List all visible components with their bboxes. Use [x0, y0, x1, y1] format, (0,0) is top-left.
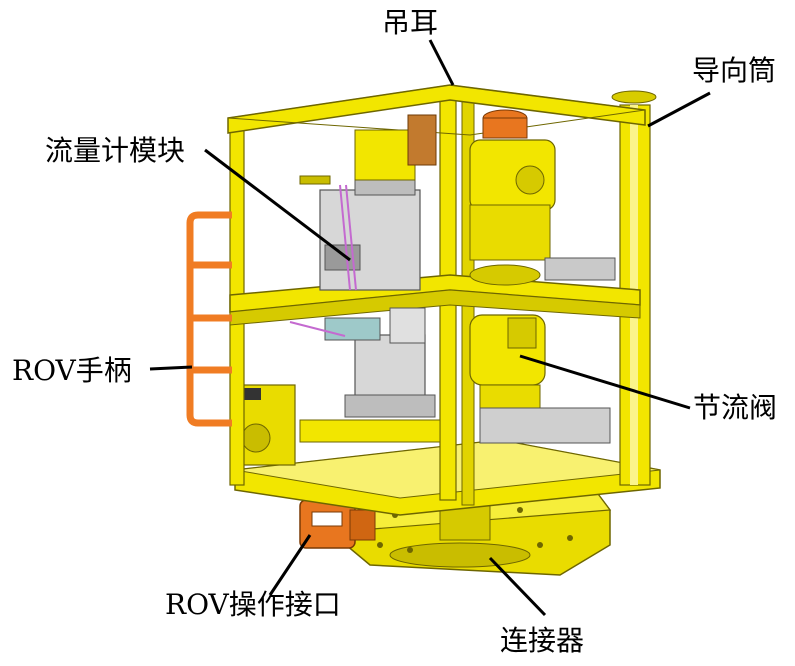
label-rov-handle: ROV手柄 [12, 354, 132, 387]
label-flowmeter-module: 流量计模块 [45, 134, 185, 167]
lower-module-part [289, 307, 441, 443]
flowmeter-module-part [299, 114, 437, 291]
label-guide-tube: 导向筒 [692, 54, 776, 87]
label-connector: 连接器 [500, 624, 584, 657]
label-choke-valve: 节流阀 [693, 391, 777, 424]
leader-guide-tube [647, 91, 711, 128]
leader-rov-handle [149, 365, 193, 371]
leader-lifting-lug [428, 39, 455, 86]
leader-flowmeter [204, 148, 351, 262]
leader-rov-interface [268, 534, 312, 596]
label-lifting-lug: 吊耳 [382, 6, 438, 39]
middle-frame [229, 274, 641, 326]
leader-connector [488, 556, 547, 617]
leader-choke-valve [519, 354, 691, 410]
rov-interface-part [299, 499, 376, 549]
top-frame [227, 84, 646, 136]
rov-handle-part [186, 211, 232, 427]
leader-lines [149, 39, 711, 617]
label-rov-interface: ROV操作接口 [165, 588, 341, 621]
choke-valve-part [469, 109, 616, 444]
